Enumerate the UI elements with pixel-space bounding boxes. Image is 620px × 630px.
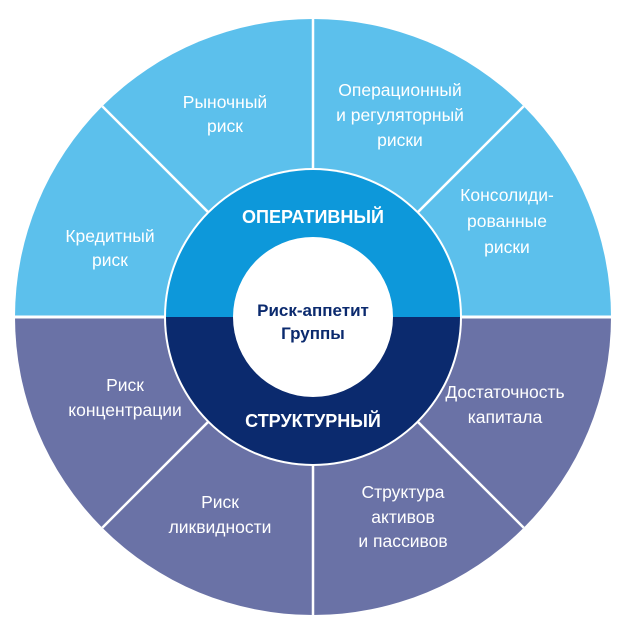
center-title: Риск-аппетит: [257, 301, 369, 320]
segment-label: рованные: [467, 211, 547, 231]
segment-label: капитала: [468, 407, 543, 427]
segment-market-risk: Рыночный риск: [183, 92, 267, 136]
segment-label: Операционный: [338, 80, 462, 100]
segment-label: Достаточность: [445, 382, 564, 402]
segment-label: Риск: [106, 375, 144, 395]
center-circle: [233, 237, 393, 397]
segment-label: и регуляторный: [336, 105, 464, 125]
segment-label: риски: [484, 237, 530, 257]
segment-divider: [416, 420, 525, 529]
ring-label-structural: СТРУКТУРНЫЙ: [245, 410, 381, 431]
segment-operational-risk: Операционный и регуляторный риски: [336, 80, 464, 150]
segment-label: и пассивов: [358, 531, 447, 551]
segment-divider: [416, 105, 525, 214]
segment-label: риски: [377, 130, 423, 150]
segment-label: концентрации: [68, 400, 182, 420]
segment-capital-adequacy: Достаточность капитала: [445, 382, 564, 427]
segment-credit-risk: Кредитный риск: [65, 226, 154, 270]
segment-divider: [101, 420, 210, 529]
segment-label: риск: [92, 250, 128, 270]
segment-concentration-risk: Риск концентрации: [68, 375, 182, 420]
segment-label: Рыночный: [183, 92, 267, 112]
segment-assets-liabilities-structure: Структура активов и пассивов: [358, 482, 447, 551]
ring-label-operational: ОПЕРАТИВНЫЙ: [242, 206, 384, 227]
segment-label: Структура: [361, 482, 444, 502]
segment-label: ликвидности: [169, 517, 272, 537]
segment-liquidity-risk: Риск ликвидности: [169, 492, 272, 537]
segment-label: активов: [371, 507, 435, 527]
segment-label: Консолиди-: [460, 185, 554, 205]
center-subtitle: Группы: [281, 324, 345, 343]
segment-label: риск: [207, 116, 243, 136]
segment-label: Риск: [201, 492, 239, 512]
segment-divider: [101, 105, 210, 214]
segment-label: Кредитный: [65, 226, 154, 246]
segment-consolidated-risks: Консолиди- рованные риски: [460, 185, 554, 257]
